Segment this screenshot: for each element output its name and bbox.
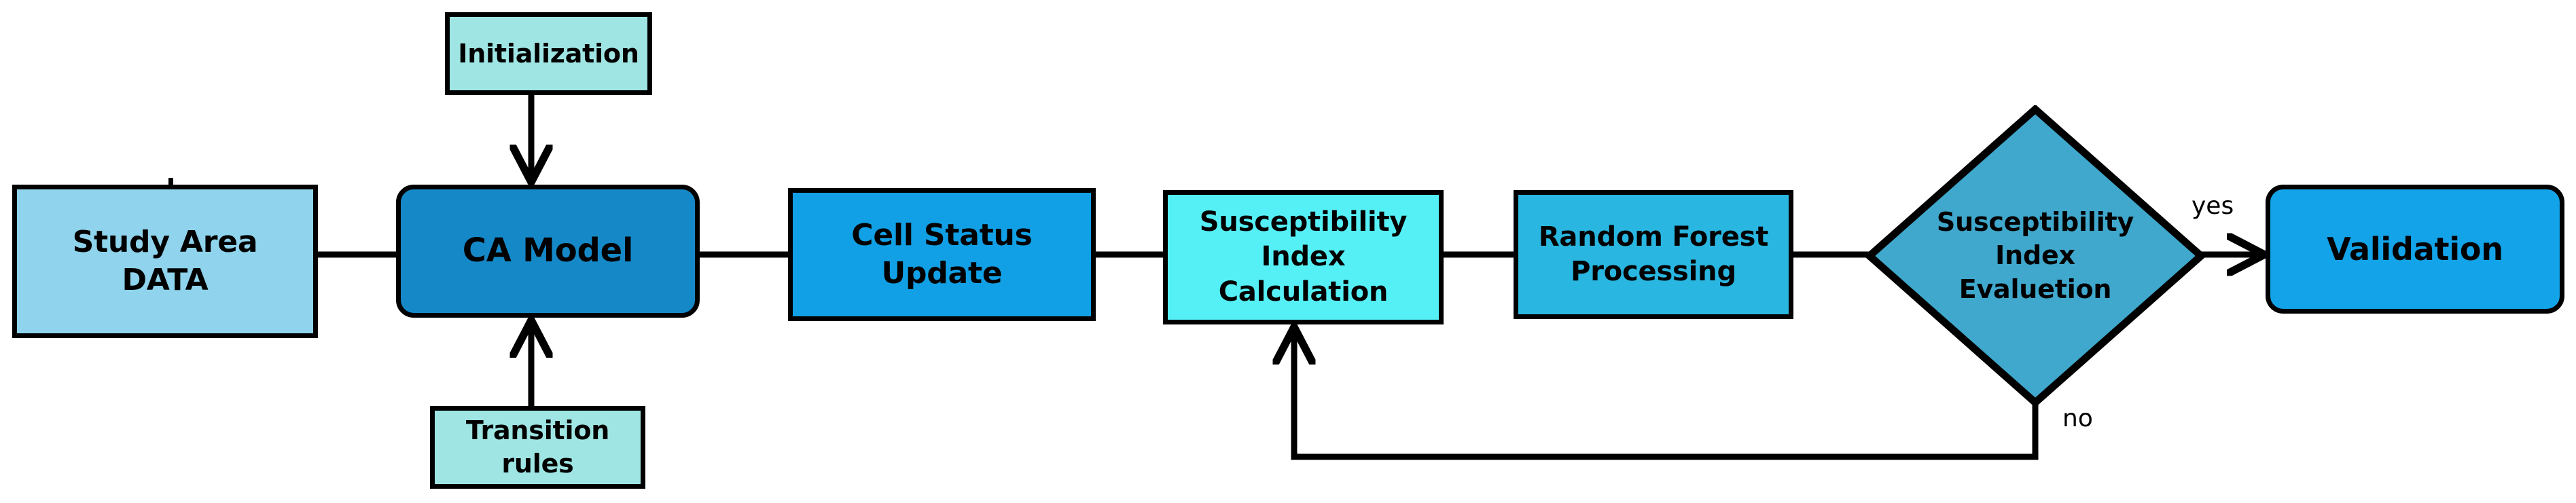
node-label: Susceptibility Index Evaluetion bbox=[1936, 206, 2134, 304]
node-cell-status-update[interactable]: Cell Status Update bbox=[788, 188, 1096, 321]
node-label: Initialization bbox=[458, 38, 639, 69]
node-label: Validation bbox=[2327, 230, 2503, 267]
edge-label-no: no bbox=[2062, 405, 2093, 432]
node-label: Study Area DATA bbox=[72, 224, 258, 297]
node-study-area-data[interactable]: Study Area DATA bbox=[12, 185, 318, 338]
node-label: Transition rules bbox=[465, 415, 610, 479]
edge-label-yes: yes bbox=[2192, 192, 2234, 220]
node-label: CA Model bbox=[462, 231, 634, 270]
node-transition-rules[interactable]: Transition rules bbox=[430, 406, 645, 489]
node-validation[interactable]: Validation bbox=[2266, 185, 2564, 314]
node-initialization[interactable]: Initialization bbox=[445, 12, 652, 95]
node-susceptibility-index-evaluation[interactable]: Susceptibility Index Evaluetion bbox=[1865, 105, 2205, 407]
node-susceptibility-index-calculation[interactable]: Susceptibility Index Calculation bbox=[1163, 190, 1444, 324]
node-label: Cell Status Update bbox=[851, 217, 1033, 291]
node-label: Random Forest Processing bbox=[1538, 221, 1769, 287]
node-random-forest-processing[interactable]: Random Forest Processing bbox=[1514, 190, 1793, 319]
node-label: Susceptibility Index Calculation bbox=[1199, 206, 1408, 308]
ink-speck bbox=[168, 178, 173, 187]
node-ca-model[interactable]: CA Model bbox=[396, 185, 700, 318]
